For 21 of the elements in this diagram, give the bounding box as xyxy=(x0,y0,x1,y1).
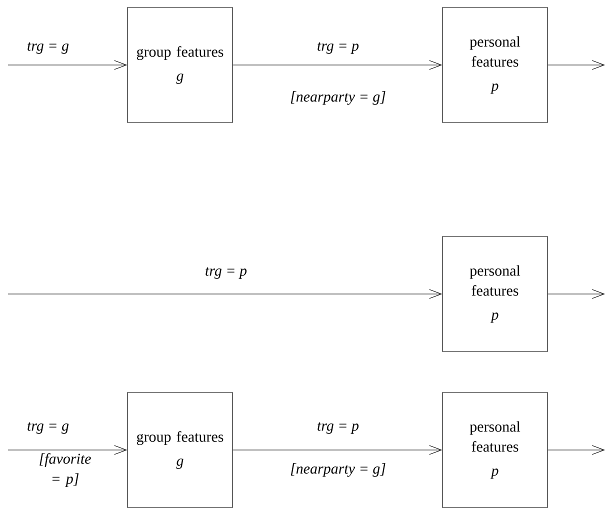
arrow xyxy=(8,60,128,70)
condition-label: [nearparty = g] xyxy=(290,91,386,105)
condition-label: [favorite = p] xyxy=(40,453,91,487)
edge-label: trg = p xyxy=(204,266,248,280)
arrow xyxy=(548,60,605,70)
arrow xyxy=(232,60,442,70)
arrow xyxy=(232,445,442,455)
edge-label: trg = p xyxy=(316,41,360,55)
condition-label: [nearparty = g] xyxy=(290,463,386,477)
arrow xyxy=(8,289,442,299)
arrow xyxy=(8,445,128,455)
edge-label: trg = p xyxy=(316,421,360,435)
arrow xyxy=(548,289,605,299)
feature-box: personal features p xyxy=(442,7,548,123)
edge-label: trg = g xyxy=(26,41,70,55)
edge-label: trg = g xyxy=(26,421,70,435)
feature-box: group features g xyxy=(127,7,233,123)
feature-box: group features g xyxy=(127,392,233,508)
feature-box: personal features p xyxy=(442,236,548,352)
feature-box: personal features p xyxy=(442,392,548,508)
arrow xyxy=(548,445,605,455)
